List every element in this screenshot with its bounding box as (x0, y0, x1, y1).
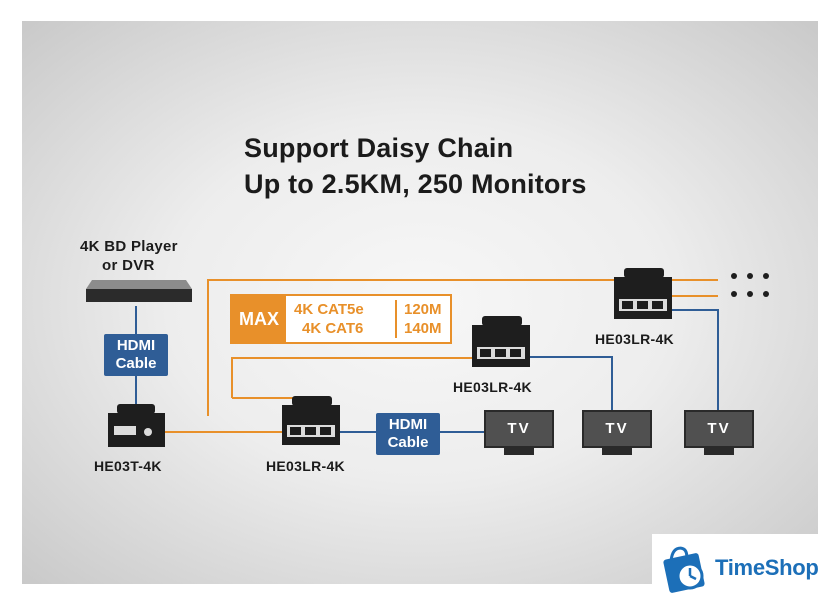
hdmi-line-rx3-tv3 (672, 309, 719, 410)
logo-text: TimeShop (715, 555, 819, 580)
max-row-1-distance: 120M (404, 301, 442, 318)
cable-label-line2: Cable (387, 434, 429, 451)
shopping-bag-clock-icon (663, 546, 705, 593)
receiver-2-device (472, 316, 530, 367)
tv-screen: TV (582, 410, 652, 448)
tv-screen: TV (684, 410, 754, 448)
tv-stand (602, 448, 632, 455)
cat-line-branch (231, 357, 472, 398)
tv-stand (704, 448, 734, 455)
hdmi-cable-badge-tv: HDMI Cable (376, 413, 440, 455)
cable-label-line1: HDMI (116, 337, 156, 354)
max-distance-table: MAX 4K CAT5e 4K CAT6 120M 140M (230, 294, 452, 344)
diagram-title-line1: Support Daisy Chain (244, 133, 514, 163)
transmitter-device (108, 404, 165, 447)
tv-3: TV (684, 410, 754, 455)
hdmi-cable-badge-source: HDMI Cable (104, 334, 168, 376)
diagram-title-line2: Up to 2.5KM, 250 Monitors (244, 169, 587, 199)
tv-2: TV (582, 410, 652, 455)
tv-1: TV (484, 410, 554, 455)
cat-line-trunk (207, 279, 718, 416)
tv-stand (504, 448, 534, 455)
cable-label-line1: HDMI (388, 416, 428, 433)
source-label-line1: 4K BD Player (80, 238, 178, 255)
cable-label-line2: Cable (115, 355, 157, 372)
max-table-divider (395, 300, 397, 338)
receiver-1-device (282, 396, 340, 445)
bd-player-device (86, 280, 192, 302)
max-row-1-cable: 4K CAT5e (294, 301, 364, 318)
max-label: MAX (232, 296, 286, 342)
timeshop-logo: TimeShop (652, 534, 840, 606)
continuation-dots (731, 273, 769, 297)
receiver-1-label: HE03LR-4K (266, 458, 345, 474)
transmitter-label: HE03T-4K (94, 458, 162, 474)
tv-screen: TV (484, 410, 554, 448)
max-row-2-distance: 140M (404, 320, 442, 337)
hdmi-line-rx2-tv2 (530, 356, 613, 410)
max-row-2-cable: 4K CAT6 (302, 320, 364, 337)
receiver-2-label: HE03LR-4K (453, 379, 532, 395)
receiver-3-label: HE03LR-4K (595, 331, 674, 347)
source-label-line2: or DVR (102, 257, 155, 274)
receiver-3-device (614, 268, 672, 319)
